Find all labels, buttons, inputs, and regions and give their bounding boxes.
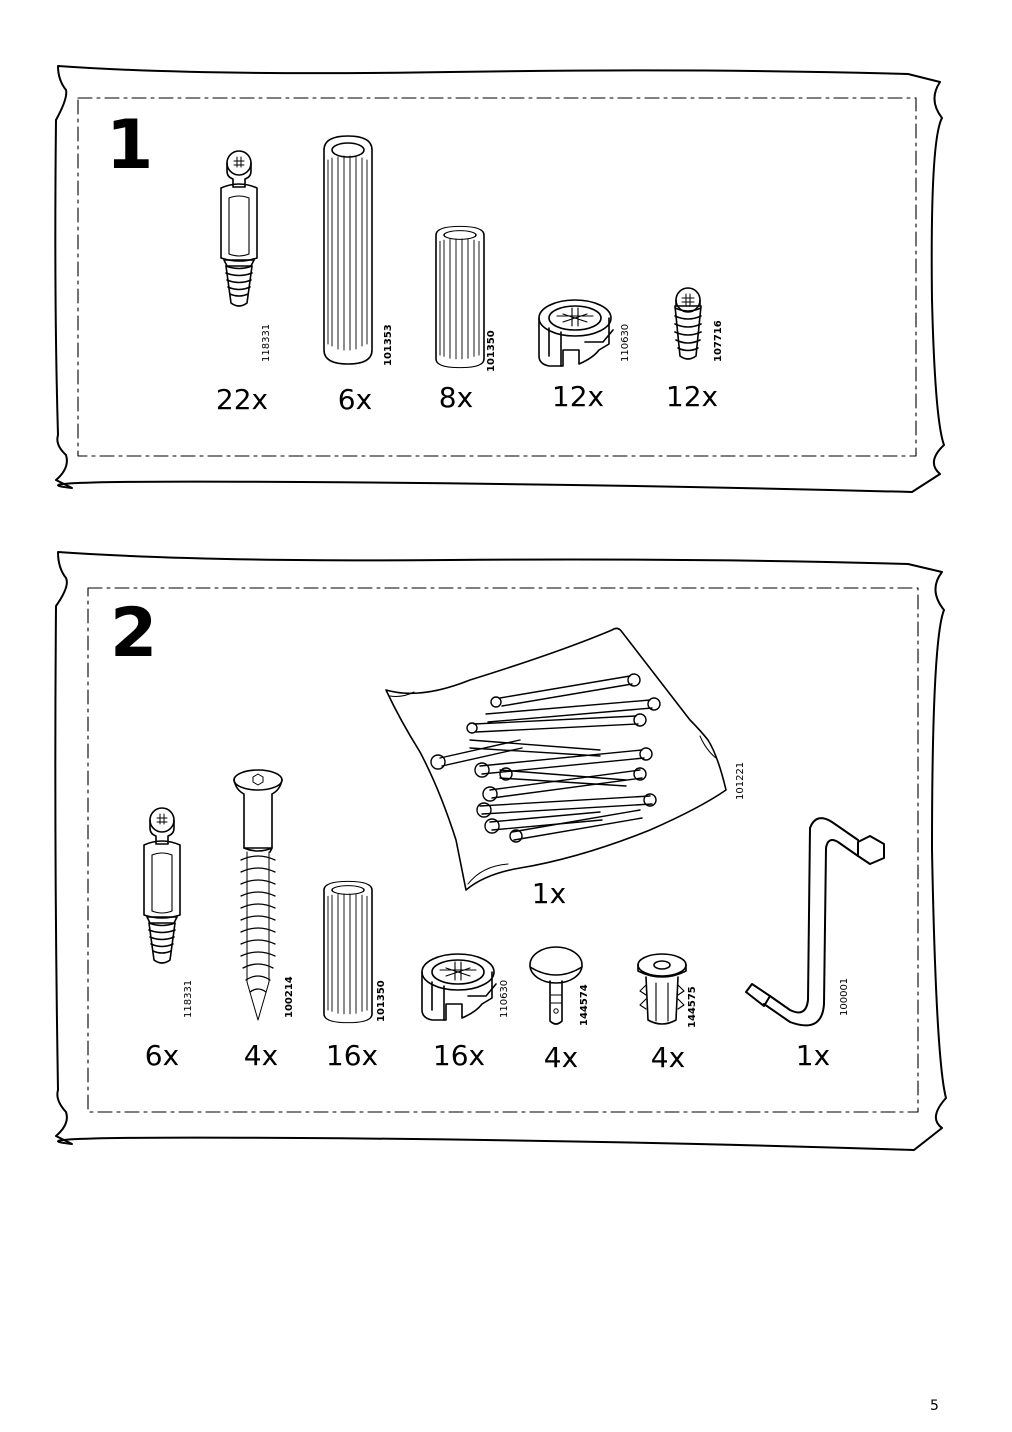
article-number: 101353 (383, 324, 394, 366)
quantity-label: 16x (432, 1039, 486, 1072)
step-2-panel-frame (54, 551, 947, 1151)
short-dowel-drawing-2 (323, 880, 373, 1024)
article-number: 118331 (183, 979, 194, 1018)
quantity-label: 6x (144, 1039, 180, 1072)
quantity-label: 22x (215, 383, 269, 416)
step-number-2: 2 (110, 594, 158, 673)
cam-dowel-drawing-2 (143, 807, 181, 964)
article-number: 144575 (687, 986, 698, 1028)
article-number: 101350 (376, 980, 387, 1022)
quantity-label: 16x (325, 1039, 379, 1072)
article-number: 144574 (579, 984, 590, 1026)
article-number: 101221 (735, 761, 746, 800)
expansion-plug-drawing-2 (637, 953, 687, 1025)
article-number: 118331 (261, 323, 272, 362)
quantity-label: 4x (543, 1041, 579, 1074)
quantity-label: 4x (243, 1039, 279, 1072)
nail-bag-drawing-2 (385, 627, 727, 891)
screw-drawing-2 (233, 769, 283, 1021)
allen-key-drawing-2 (745, 817, 885, 1027)
article-number: 110630 (499, 979, 510, 1018)
shelf-pin-drawing-2 (529, 946, 583, 1025)
page-number: 5 (930, 1398, 939, 1414)
quantity-label: 12x (551, 380, 605, 413)
article-number: 101350 (486, 330, 497, 372)
short-dowel-drawing-1 (435, 225, 485, 369)
quantity-label: 12x (665, 380, 719, 413)
article-number: 110630 (620, 323, 631, 362)
quantity-label: 1x (795, 1039, 831, 1072)
quantity-label: 8x (438, 381, 474, 414)
screw-anchor-drawing-1 (674, 287, 702, 360)
cam-lock-drawing-2 (421, 953, 497, 1021)
long-dowel-drawing-1 (323, 135, 373, 365)
step-1-panel-frame (54, 65, 945, 493)
quantity-label: 4x (650, 1041, 686, 1074)
step-number-1: 1 (106, 106, 154, 185)
cam-lock-drawing-1 (538, 299, 614, 367)
article-number: 100001 (839, 977, 850, 1016)
quantity-label: 1x (531, 877, 567, 910)
quantity-label: 6x (337, 383, 373, 416)
article-number: 100214 (284, 976, 295, 1018)
cam-dowel-drawing-1 (220, 150, 258, 307)
article-number: 107716 (713, 320, 724, 362)
